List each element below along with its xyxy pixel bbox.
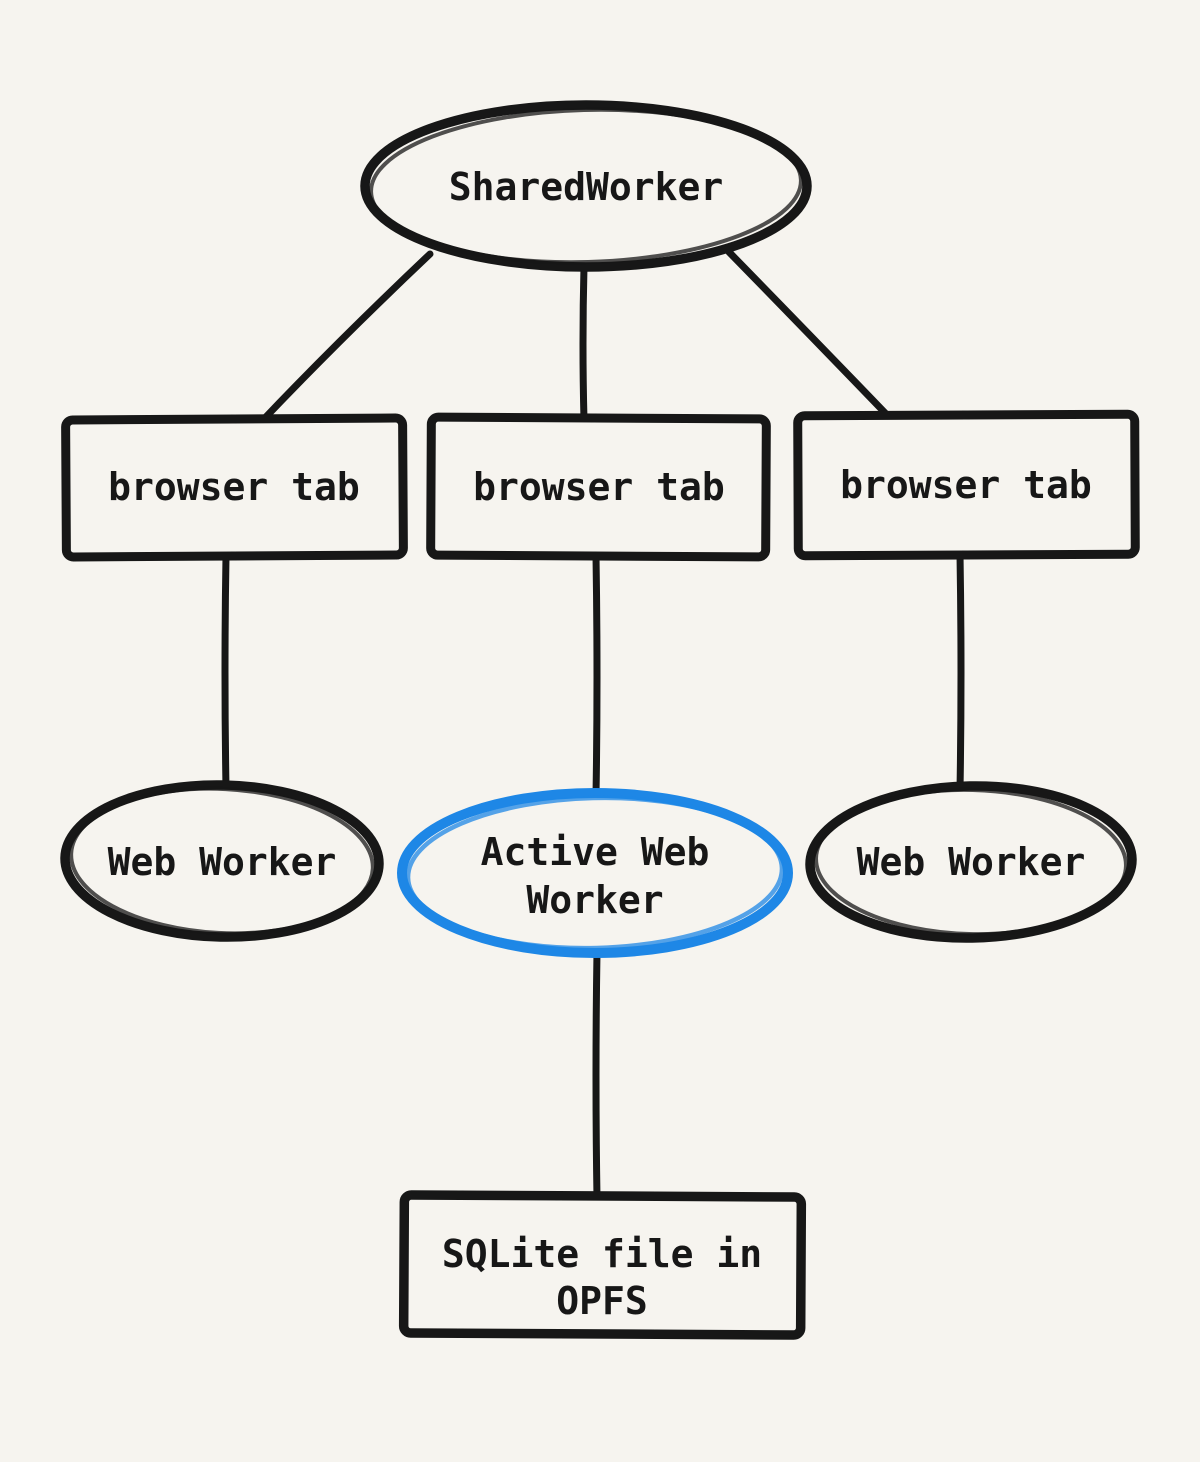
web-worker-label-left: Web Worker — [108, 840, 337, 884]
active-web-worker-ellipse — [397, 788, 793, 958]
shapes-group — [60, 100, 1140, 1340]
edge-tab-left-to-webworker — [221, 552, 230, 792]
sqlite-label-line1: SQLite file in — [442, 1232, 762, 1276]
web-worker-ellipse-left-sketch-stroke — [69, 786, 375, 936]
labels-group: SharedWorker browser tab browser tab bro… — [108, 165, 1092, 1323]
shared-worker-ellipse — [360, 100, 812, 272]
web-worker-label-right: Web Worker — [857, 840, 1086, 884]
browser-tab-box-left — [61, 413, 408, 562]
active-web-worker-label-line2: Worker — [526, 878, 663, 922]
web-worker-ellipse-right — [805, 781, 1137, 943]
browser-tab-label-right: browser tab — [840, 463, 1092, 507]
web-worker-ellipse-left — [60, 780, 384, 942]
shared-worker-label: SharedWorker — [449, 165, 724, 209]
shared-worker-ellipse-sketch-stroke — [369, 107, 803, 265]
web-worker-ellipse-right-sketch-stroke — [814, 787, 1128, 937]
browser-tab-label-middle: browser tab — [473, 465, 725, 509]
active-web-worker-ellipse-sketch-stroke — [405, 795, 785, 951]
edge-sharedworker-to-tab-left — [258, 250, 434, 425]
browser-tab-box-middle — [426, 412, 771, 562]
browser-tab-label-left: browser tab — [108, 465, 360, 509]
sqlite-box — [398, 1190, 807, 1340]
active-web-worker-label-line1: Active Web — [481, 830, 710, 874]
sqlite-label-line2: OPFS — [556, 1279, 648, 1323]
edge-sharedworker-to-tab-middle — [579, 262, 588, 424]
edge-sharedworker-to-tab-right — [725, 248, 893, 421]
edges-group — [221, 248, 965, 1202]
edge-tab-middle-to-activeworker — [592, 552, 601, 799]
browser-tab-box-right — [793, 409, 1140, 561]
edge-tab-right-to-webworker — [956, 550, 965, 794]
edge-activeworker-to-sqlite — [592, 948, 601, 1202]
